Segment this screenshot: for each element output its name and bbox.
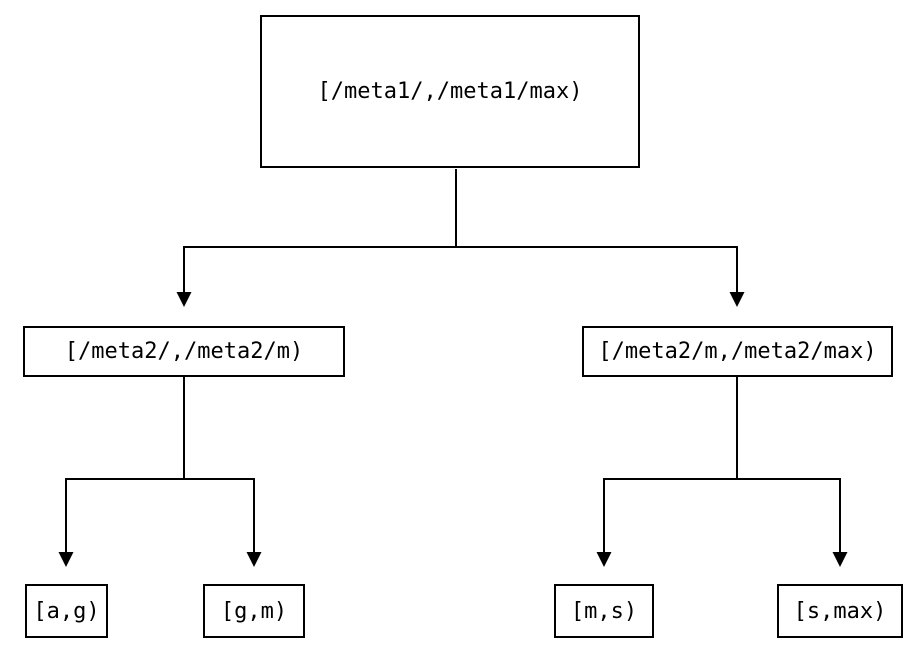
arrowhead-down-icon — [58, 552, 74, 567]
arrowhead-down-icon — [596, 552, 612, 567]
edge-lines-left-subtree — [65, 377, 255, 553]
arrowhead-down-icon — [832, 552, 848, 567]
edge-lines-right-subtree — [603, 377, 841, 553]
node-leaf-gm: [g,m) — [203, 584, 305, 638]
node-root-interval: [/meta1/,/meta1/max) — [260, 15, 640, 168]
arrowhead-down-icon — [246, 552, 262, 567]
node-meta2-left-interval: [/meta2/,/meta2/m) — [23, 326, 345, 377]
node-leaf-ms: [m,s) — [554, 584, 654, 638]
arrowhead-down-icon — [729, 292, 745, 307]
node-meta2-right-interval: [/meta2/m,/meta2/max) — [582, 326, 893, 377]
arrowhead-down-icon — [176, 292, 192, 307]
node-leaf-smax: [s,max) — [777, 584, 903, 638]
edge-lines-root — [183, 169, 738, 293]
node-leaf-ag: [a,g) — [25, 584, 108, 638]
